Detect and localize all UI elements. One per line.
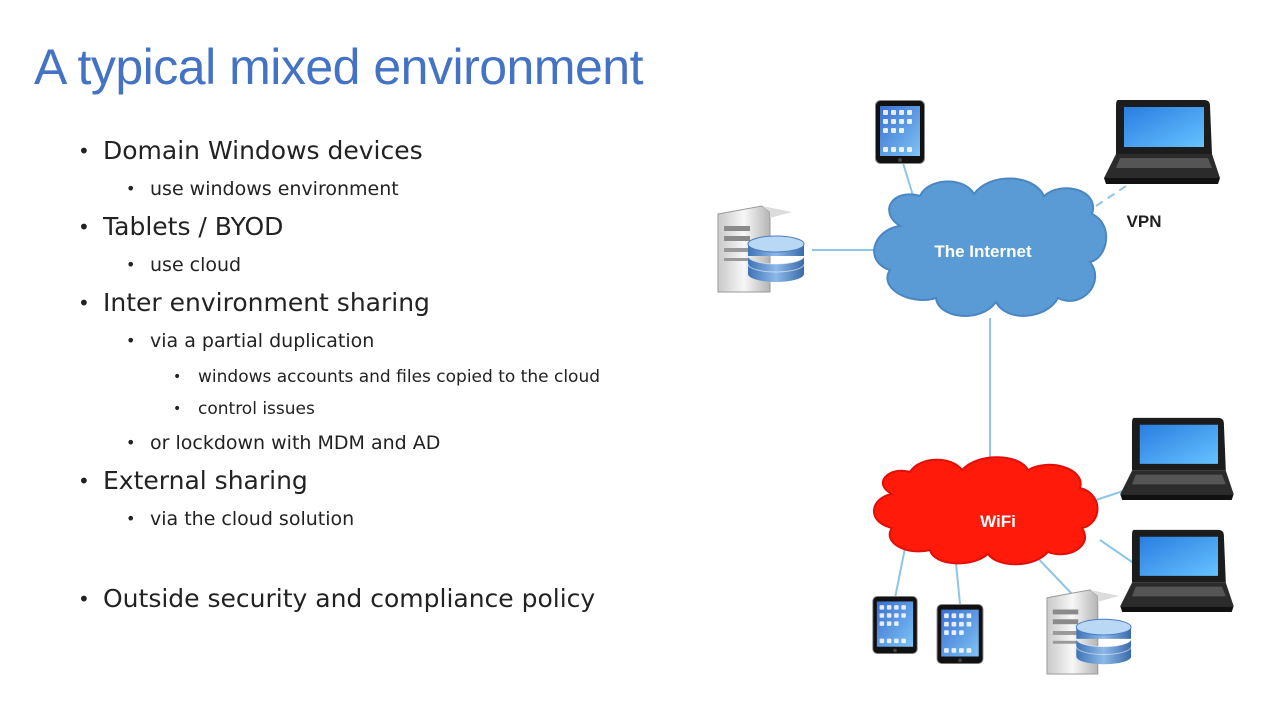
internet-cloud-label: The Internet (934, 242, 1032, 261)
bullet-text: windows accounts and files copied to the… (198, 367, 601, 387)
bullet-domain-windows-devices: • Domain Windows devices (78, 136, 698, 174)
bullet-text: Outside security and compliance policy (103, 584, 596, 613)
server-database-icon (717, 205, 805, 293)
bullet-dot: • (78, 469, 90, 493)
tablet-icon (874, 100, 926, 164)
wifi-cloud-label: WiFi (980, 512, 1016, 531)
bullet-text: Tablets / BYOD (103, 212, 284, 241)
bullet-inter-environment-sharing: • Inter environment sharing (78, 288, 698, 326)
bullet-dot: • (126, 179, 136, 198)
server-database-icon (1046, 589, 1132, 675)
link-wifi-laptop-upper (1095, 489, 1127, 501)
bullet-dot: • (78, 215, 90, 239)
bullet-dot: • (126, 433, 136, 452)
bullet-dot: • (78, 139, 90, 163)
link-wifi-laptop-lower (1099, 539, 1136, 565)
bullet-dot: • (173, 401, 182, 417)
bullet-text: External sharing (103, 466, 308, 495)
bullet-dot: • (173, 369, 182, 385)
bullet-control-issues: • control issues (78, 396, 698, 428)
bullet-dot: • (126, 509, 136, 528)
bullet-use-windows-environment: • use windows environment (78, 174, 698, 212)
bullet-spacer (78, 542, 698, 584)
bullet-lockdown-mdm-ad: • or lockdown with MDM and AD (78, 428, 698, 466)
vpn-label: VPN (1127, 212, 1162, 231)
tablet-icon (872, 596, 918, 654)
laptop-icon (1104, 100, 1220, 184)
bullet-text: or lockdown with MDM and AD (150, 432, 441, 454)
bullet-text: Inter environment sharing (103, 288, 430, 317)
wifi-cloud (873, 456, 1099, 566)
network-diagram: The Internet WiFi VPN (717, 100, 1234, 675)
bullet-cloud-solution: • via the cloud solution (78, 504, 698, 542)
bullet-dot: • (126, 331, 136, 350)
internet-cloud (873, 177, 1108, 317)
bullet-text: via a partial duplication (150, 330, 375, 352)
bullet-dot: • (126, 255, 136, 274)
bullet-outside-security-policy: • Outside security and compliance policy (78, 584, 698, 622)
tablet-icon (936, 604, 984, 664)
bullet-list: • Domain Windows devices • use windows env… (78, 136, 698, 622)
bullet-use-cloud: • use cloud (78, 250, 698, 288)
bullet-text: use cloud (150, 254, 242, 276)
bullet-partial-duplication: • via a partial duplication (78, 326, 698, 364)
slide-title: A typical mixed environment (34, 39, 644, 95)
laptop-icon (1120, 529, 1234, 613)
bullet-text: control issues (198, 399, 315, 419)
bullet-text: Domain Windows devices (103, 136, 423, 165)
bullet-dot: • (78, 291, 90, 315)
bullet-tablets-byod: • Tablets / BYOD (78, 212, 698, 250)
bullet-accounts-copied: • windows accounts and files copied to th… (78, 364, 698, 396)
bullet-text: via the cloud solution (150, 508, 355, 530)
bullet-text: use windows environment (150, 178, 399, 200)
laptop-icon (1120, 417, 1234, 501)
bullet-dot: • (78, 587, 90, 611)
bullet-external-sharing: • External sharing (78, 466, 698, 504)
link-wifi-ipad-left (894, 547, 906, 599)
